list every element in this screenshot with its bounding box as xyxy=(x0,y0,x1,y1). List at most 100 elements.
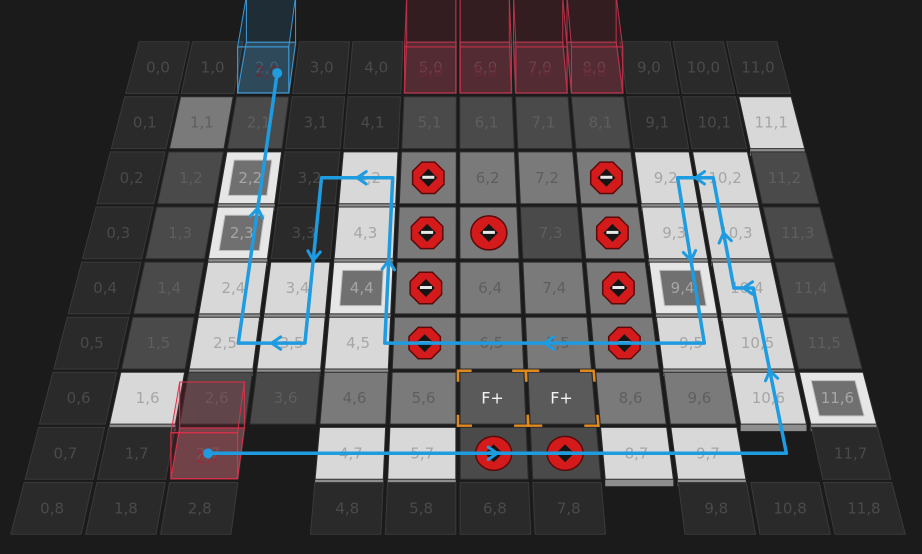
tile-face xyxy=(522,261,588,315)
tile-2-8: 2,8 xyxy=(159,482,239,535)
tile-face xyxy=(459,371,527,425)
tile-label: 0,8 xyxy=(40,499,64,517)
tile-5-8: 5,8 xyxy=(384,482,457,535)
tile-3-2: 3,2 xyxy=(277,151,341,205)
goal-cube-label: 6,0 xyxy=(473,63,497,81)
tile-face xyxy=(67,261,142,315)
path-direction-arrow-icon xyxy=(740,280,755,296)
tile-face xyxy=(762,206,835,260)
tile-label: 9,1 xyxy=(645,114,669,132)
tile-6-2: 6,2 xyxy=(459,151,518,205)
tile-9-8: 9,8 xyxy=(677,482,757,535)
tile-8-4 xyxy=(585,261,653,315)
tile-label: 10,2 xyxy=(708,169,741,187)
tile-label: 11,6 xyxy=(821,389,854,407)
tile-9-6: 9,6 xyxy=(663,371,737,425)
solution-path-line xyxy=(208,72,789,456)
tile-label: 3,0 xyxy=(310,59,334,77)
tile-4-3: 4,3 xyxy=(333,206,397,266)
path-start-dot xyxy=(203,448,214,459)
tile-label: 11,1 xyxy=(754,114,787,132)
tile-0-4: 0,4 xyxy=(67,261,142,315)
red-octagon-token-icon xyxy=(601,271,635,305)
tile-label: 1,8 xyxy=(114,499,138,517)
tile-9-7: 9,7 xyxy=(670,426,747,487)
tile-4-5: 4,5 xyxy=(324,316,392,376)
tile-face xyxy=(84,482,166,535)
tile-1-0: 1,0 xyxy=(180,41,244,94)
tile-label: 4,3 xyxy=(353,224,377,242)
tile-label: 2,5 xyxy=(213,334,237,352)
tile-label: 0,7 xyxy=(53,444,77,462)
path-end-dot xyxy=(272,68,283,79)
tile-2-5: 2,5 xyxy=(188,316,261,376)
path-direction-arrow-icon xyxy=(541,335,556,351)
tile-1-7: 1,7 xyxy=(96,426,176,480)
tile-face xyxy=(292,41,351,94)
tile-label: 11,0 xyxy=(741,59,774,77)
tile-face xyxy=(633,151,699,205)
goal-cube-6-0: 6,0 xyxy=(459,0,512,94)
tile-label: 9,4 xyxy=(671,279,695,297)
tile-1-4: 1,4 xyxy=(132,261,205,315)
tile-label: 1,5 xyxy=(146,334,170,352)
tile-face xyxy=(459,96,515,150)
tile-label: 1,6 xyxy=(136,389,160,407)
tile-edge xyxy=(605,479,674,487)
tile-5-7: 5,7 xyxy=(387,426,457,487)
tile-face xyxy=(692,151,760,205)
tile-3-1: 3,1 xyxy=(284,96,346,150)
tile-label: 5,1 xyxy=(418,114,442,132)
tile-10-0: 10,0 xyxy=(672,41,736,94)
tile-label: 1,0 xyxy=(201,59,225,77)
tile-3-4: 3,4 xyxy=(263,261,331,321)
tile-7-4: 7,4 xyxy=(522,261,588,315)
tile-11-4: 11,4 xyxy=(774,261,849,315)
tile-face xyxy=(595,371,667,425)
tile-2-2: 2,2 xyxy=(217,151,283,211)
tile-label: 2,1 xyxy=(247,114,271,132)
tile-10-3: 10,3 xyxy=(701,206,772,266)
tile-label: 9,8 xyxy=(704,499,728,517)
tile-face xyxy=(188,316,261,370)
tile-8-7: 8,7 xyxy=(600,426,674,487)
tile-label: 4,8 xyxy=(335,499,359,517)
tile-face xyxy=(532,482,607,535)
tile-4-4: 4,4 xyxy=(328,261,394,321)
tile-9-3: 9,3 xyxy=(641,206,709,266)
tile-1-2: 1,2 xyxy=(156,151,224,205)
tile-10-1: 10,1 xyxy=(682,96,748,150)
function-corner-mark xyxy=(524,369,540,382)
tile-8-1: 8,1 xyxy=(570,96,632,150)
tile-face xyxy=(663,371,737,425)
tile-8-0: 8,0 xyxy=(565,41,624,94)
tile-label: 5,0 xyxy=(419,59,443,77)
tile-label: 6,0 xyxy=(473,59,497,77)
tile-face xyxy=(81,206,154,260)
tile-edge xyxy=(740,424,807,432)
function-corner-mark xyxy=(456,369,472,382)
function-corner-mark xyxy=(580,369,596,382)
tile-label: 0,3 xyxy=(106,224,130,242)
tile-label: 2,3 xyxy=(230,224,254,242)
tile-label: 4,6 xyxy=(343,389,367,407)
tile-label: 9,2 xyxy=(654,169,678,187)
tile-face xyxy=(570,96,632,150)
tile-7-6: F+ xyxy=(524,369,600,428)
tile-1-3: 1,3 xyxy=(144,206,215,260)
tile-label: 6,2 xyxy=(476,169,500,187)
tile-label: 2,8 xyxy=(188,499,212,517)
tile-label: 0,0 xyxy=(146,59,170,77)
tile-0-8: 0,8 xyxy=(10,482,94,535)
tile-face xyxy=(168,96,234,150)
path-direction-arrow-icon xyxy=(380,257,396,272)
tile-6-0: 6,0 xyxy=(459,41,513,94)
tile-face xyxy=(459,151,518,205)
tile-0-6: 0,6 xyxy=(38,371,118,425)
tile-face xyxy=(725,41,791,94)
tile-label: 7,3 xyxy=(539,224,563,242)
tile-0-5: 0,5 xyxy=(53,316,130,370)
